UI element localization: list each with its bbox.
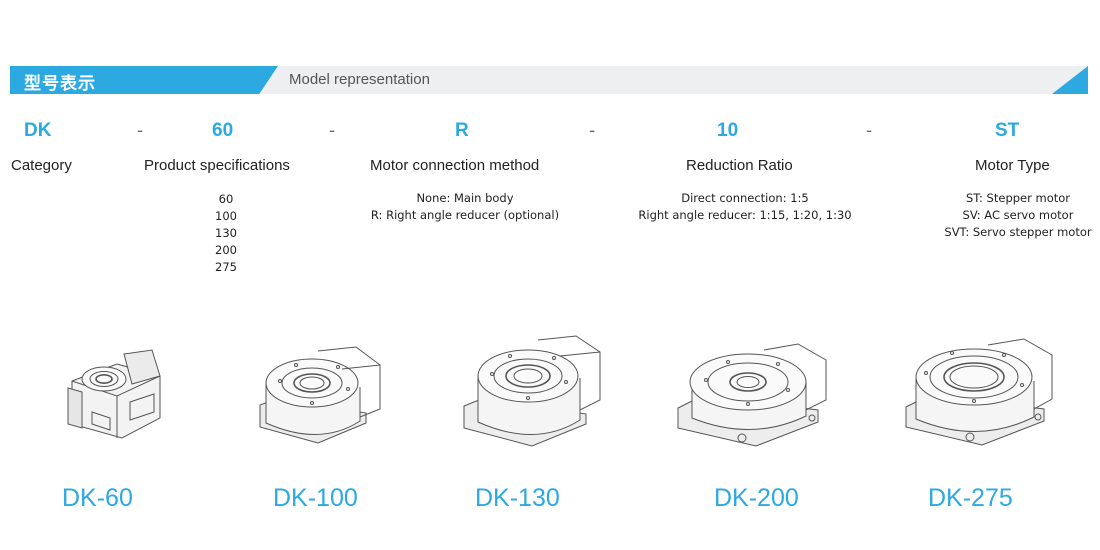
code-reduction-ratio: 10	[717, 120, 739, 141]
list-item: 60	[218, 192, 234, 206]
list-item: Right angle reducer: 1:15, 1:20, 1:30	[638, 208, 852, 222]
list-item: 100	[215, 209, 237, 223]
list-item: SVT: Servo stepper motor	[944, 225, 1092, 239]
product-label-dk130: DK-130	[475, 484, 560, 512]
specification-list: 60 100 130 200 275	[196, 191, 256, 276]
list-item: ST: Stepper motor	[965, 191, 1071, 205]
code-separator: -	[329, 121, 336, 141]
list-item: 200	[215, 243, 237, 257]
banner-title-en: Model representation	[289, 71, 430, 88]
banner-title-cn: 型号表示	[24, 74, 96, 94]
column-title-category: Category	[11, 157, 72, 174]
product-label-dk275: DK-275	[928, 484, 1013, 512]
product-label-dk200: DK-200	[714, 484, 799, 512]
product-label-dk60: DK-60	[62, 484, 133, 512]
list-item: 130	[215, 226, 237, 240]
banner-accent-left	[10, 66, 278, 94]
column-title-motor-connection: Motor connection method	[370, 157, 540, 174]
column-title-reduction-ratio: Reduction Ratio	[686, 157, 793, 174]
code-motor-connection: R	[455, 120, 469, 141]
column-title-specifications: Product specifications	[144, 157, 290, 174]
list-item: 275	[215, 260, 237, 274]
code-specification: 60	[212, 120, 234, 141]
motor-type-list: ST: Stepper motor SV: AC servo motor SVT…	[936, 190, 1100, 241]
code-separator: -	[137, 121, 144, 141]
product-image-dk130	[462, 330, 602, 450]
motor-connection-list: None: Main body R: Right angle reducer (…	[340, 190, 590, 224]
code-motor-type: ST	[995, 120, 1020, 141]
column-title-motor-type: Motor Type	[975, 157, 1050, 174]
code-separator: -	[866, 121, 873, 141]
reduction-ratio-list: Direct connection: 1:5 Right angle reduc…	[630, 190, 860, 224]
product-label-dk100: DK-100	[273, 484, 358, 512]
list-item: Direct connection: 1:5	[681, 191, 809, 205]
product-image-dk275	[902, 333, 1054, 449]
list-item: R: Right angle reducer (optional)	[370, 208, 560, 222]
code-category: DK	[24, 120, 52, 141]
section-banner: 型号表示 Model representation	[10, 66, 1088, 94]
product-image-dk200	[672, 338, 828, 450]
list-item: None: Main body	[416, 191, 514, 205]
product-image-dk60	[62, 346, 170, 446]
list-item: SV: AC servo motor	[962, 208, 1074, 222]
code-separator: -	[589, 121, 596, 141]
product-image-dk100	[256, 343, 382, 449]
